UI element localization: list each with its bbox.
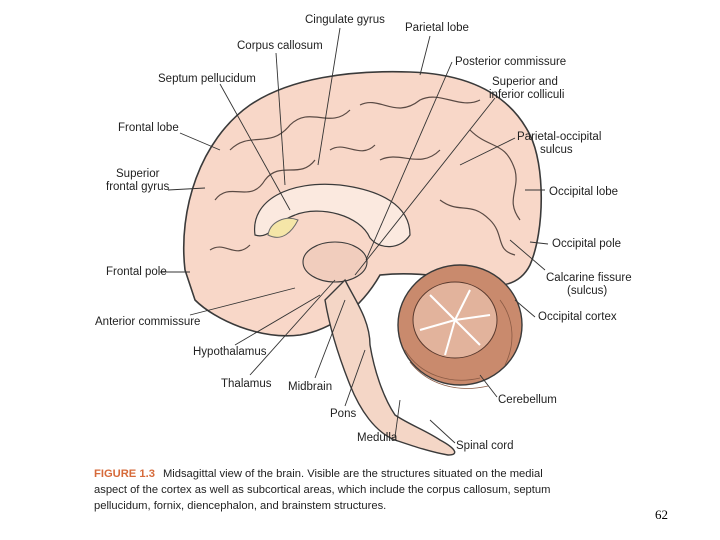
label-superior-frontal-line2: frontal gyrus <box>106 181 170 193</box>
label-calcarine-line1: Calcarine fissure <box>546 272 632 284</box>
thalamus-shape <box>302 241 368 283</box>
label-colliculi-line2: inferior colliculi <box>489 89 565 101</box>
label-posterior-commissure: Posterior commissure <box>455 56 567 68</box>
label-midbrain: Midbrain <box>288 381 333 393</box>
septum-pellucidum-shape <box>267 217 299 238</box>
label-frontal-lobe: Frontal lobe <box>118 122 179 134</box>
cerebellum-shape <box>397 264 523 389</box>
label-occipital-lobe: Occipital lobe <box>549 186 619 198</box>
label-occipital-pole: Occipital pole <box>552 238 622 250</box>
label-corpus-callosum: Corpus callosum <box>237 40 323 52</box>
label-parieto-occipital-line2: sulcus <box>540 144 573 156</box>
page-number: 62 <box>655 507 668 522</box>
label-hypothalamus: Hypothalamus <box>193 346 267 358</box>
gyri-lines <box>209 96 521 256</box>
label-septum-pellucidum: Septum pellucidum <box>158 73 256 85</box>
label-occipital-cortex: Occipital cortex <box>538 311 617 323</box>
label-colliculi-line1: Superior and <box>492 76 558 88</box>
brainstem-shape <box>324 278 456 456</box>
label-calcarine-line2: (sulcus) <box>567 285 608 297</box>
label-parieto-occipital-line1: Parietal-occipital <box>517 131 602 143</box>
label-pons: Pons <box>330 408 357 420</box>
corpus-callosum-shape <box>254 183 411 248</box>
label-superior-frontal-line1: Superior <box>116 168 160 180</box>
label-anterior-commissure: Anterior commissure <box>95 316 201 328</box>
label-medulla: Medulla <box>357 432 398 444</box>
label-spinal-cord: Spinal cord <box>456 440 514 452</box>
figure-number: FIGURE 1.3 <box>94 468 155 480</box>
label-parietal-lobe: Parietal lobe <box>405 22 469 34</box>
label-frontal-pole: Frontal pole <box>106 266 167 278</box>
label-cingulate-gyrus: Cingulate gyrus <box>305 14 385 26</box>
label-thalamus: Thalamus <box>221 378 272 390</box>
label-cerebellum: Cerebellum <box>498 394 557 406</box>
caption-text: Midsagittal view of the brain. Visible a… <box>94 468 551 512</box>
leader-lines <box>160 27 549 444</box>
